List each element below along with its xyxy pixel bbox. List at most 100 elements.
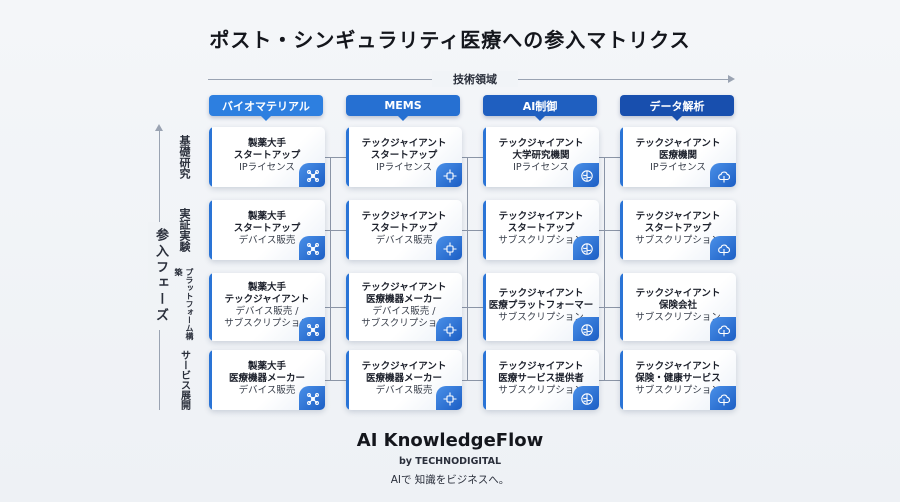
connector-stub [599,230,604,231]
card-company: テックジャイアント [635,361,721,372]
connector-stub [462,307,467,308]
matrix-card: テックジャイアントスタートアップデバイス販売 [346,200,462,260]
column-header-4: データ解析 [620,95,734,121]
card-partner: スタートアップ [233,223,301,234]
card-company: テックジャイアント [498,211,584,222]
matrix-card: 製薬大手スタートアップデバイス販売 [209,200,325,260]
card-company: テックジャイアント [635,138,721,149]
card-partner: 医療機関 [658,150,697,161]
card-partner: 医療機器メーカー [365,373,442,384]
card-company: 製薬大手 [247,138,286,149]
card-partner: 医療機器メーカー [228,373,305,384]
connector-stub [599,380,604,381]
connector-trunk [330,157,331,380]
brand-name: AI KnowledgeFlow [356,430,544,451]
card-business-model: IPライセンス [376,162,432,173]
card-business-model: サブスクリプション [498,312,584,323]
connector-stub [599,157,604,158]
connector-stub [604,380,620,381]
card-business-model: IPライセンス [513,162,569,173]
matrix-card: 製薬大手テックジャイアントデバイス販売 /サブスクリプション [209,273,325,341]
matrix-card: テックジャイアント保険・健康サービスサブスクリプション [620,350,736,410]
card-partner: 医療サービス提供者 [498,373,584,384]
card-icon-badge [436,317,462,341]
card-business-model: サブスクリプション [498,385,584,396]
card-business-model: デバイス販売 [238,235,296,246]
x-axis-arrow-icon [728,75,735,83]
matrix-card: テックジャイアントスタートアップサブスクリプション [620,200,736,260]
card-icon-badge [573,163,599,187]
connector-stub [599,307,604,308]
card-company: テックジャイアント [361,361,447,372]
card-business-model: デバイス販売 / [372,306,436,317]
card-partner: 医療機器メーカー [365,294,442,305]
card-icon-badge [573,236,599,260]
page-title: ポスト・シンギュラリティ医療への参入マトリクス [209,28,691,52]
card-company: テックジャイアント [361,211,447,222]
card-business-model: サブスクリプション [635,312,721,323]
card-partner: 保険・健康サービス [635,373,721,384]
card-partner: スタートアップ [370,150,438,161]
card-company: テックジャイアント [635,288,721,299]
card-company: 製薬大手 [247,211,286,222]
connector-stub [467,307,483,308]
connector-stub [330,380,346,381]
card-business-model: サブスクリプション [635,385,721,396]
card-icon-badge [710,386,736,410]
row-label-3: プラットフォーム構築 [174,268,194,340]
card-icon-badge [573,317,599,341]
card-icon-badge [436,163,462,187]
connector-stub [325,157,330,158]
card-business-model: サブスクリプション [498,235,584,246]
connector-stub [330,230,346,231]
matrix-card: テックジャイアント保険会社サブスクリプション [620,273,736,341]
card-partner: 医療プラットフォーマー [488,300,594,311]
connector-stub [462,230,467,231]
card-icon-badge [299,163,325,187]
matrix-card: テックジャイアント医療プラットフォーマーサブスクリプション [483,273,599,341]
column-header-2: MEMS [346,95,460,121]
card-business-model: IPライセンス [650,162,706,173]
card-company: テックジャイアント [498,138,584,149]
matrix-card: テックジャイアントスタートアップサブスクリプション [483,200,599,260]
connector-stub [462,380,467,381]
card-partner: 保険会社 [658,300,697,311]
column-header-1: バイオマテリアル [209,95,323,121]
card-partner: スタートアップ [644,223,712,234]
card-company: 製薬大手 [247,282,286,293]
card-icon-badge [710,317,736,341]
card-business-model: デバイス販売 [375,235,433,246]
card-icon-badge [299,317,325,341]
card-icon-badge [299,236,325,260]
connector-stub [462,157,467,158]
row-label-1: 基礎研究 [178,135,191,179]
card-company: テックジャイアント [498,288,584,299]
card-business-model: サブスクリプション [635,235,721,246]
card-company: テックジャイアント [361,282,447,293]
card-business-model: IPライセンス [239,162,295,173]
y-axis-label: 参入フェーズ [148,222,170,330]
card-partner: 大学研究機関 [512,150,570,161]
card-partner: スタートアップ [233,150,301,161]
connector-stub [467,157,483,158]
matrix-card: テックジャイアント医療機器メーカーデバイス販売 /サブスクリプション [346,273,462,341]
card-icon-badge [710,163,736,187]
connector-stub [330,157,346,158]
card-company: テックジャイアント [498,361,584,372]
card-icon-badge [573,386,599,410]
connector-stub [325,380,330,381]
connector-stub [604,157,620,158]
connector-stub [467,380,483,381]
connector-stub [604,307,620,308]
card-icon-badge [710,236,736,260]
card-partner: スタートアップ [507,223,575,234]
connector-stub [330,307,346,308]
row-label-2: 実証実験 [178,208,191,252]
card-business-model: デバイス販売 [375,385,433,396]
card-icon-badge [436,386,462,410]
brand-tagline: AIで 知識をビジネスへ。 [390,474,510,486]
card-company: 製薬大手 [247,361,286,372]
